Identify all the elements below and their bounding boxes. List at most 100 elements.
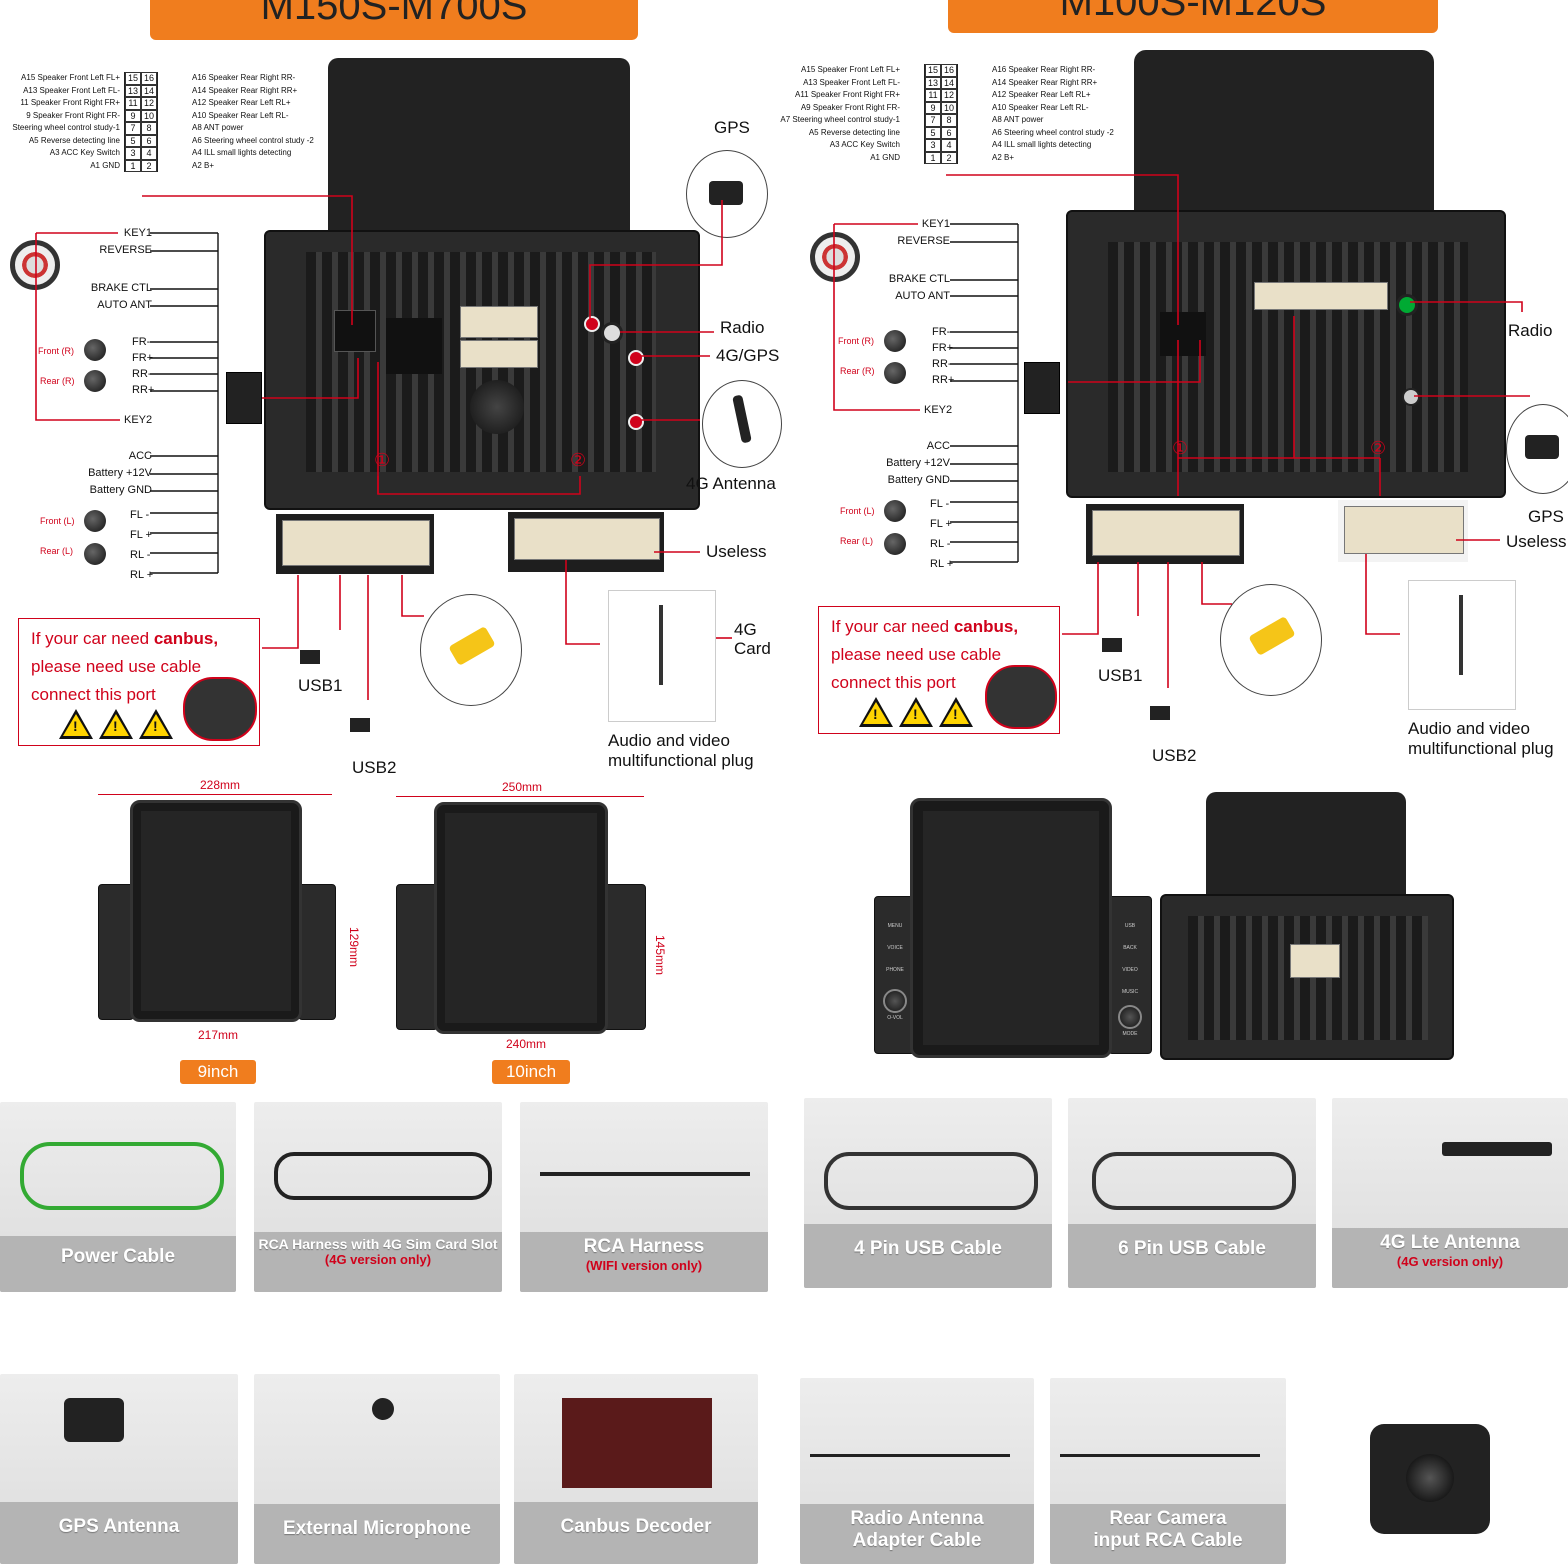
connector: [1344, 506, 1464, 554]
pin-label: A2 B+: [992, 152, 1015, 162]
microphone-icon: [372, 1398, 394, 1420]
wire-label: RR-: [132, 368, 152, 380]
pin-label: A11 Speaker Front Right FR+: [794, 90, 900, 99]
dim-10-bottom: 240mm: [506, 1037, 547, 1051]
pin-number: 9: [925, 101, 941, 114]
wire-label: Battery +12V: [88, 467, 152, 479]
wire-label: BRAKE CTL: [90, 282, 152, 294]
gps-port-icon: [584, 316, 600, 332]
left-speaker-r-labels: FR- FR+ RR- RR+: [132, 334, 154, 398]
canbus-bold: canbus,: [153, 629, 219, 648]
decoder-box-icon: [562, 1398, 712, 1488]
right-banner-text: M100S-M120S: [1059, 0, 1327, 24]
left-power-labels: ACC Battery +12V Battery GND: [60, 448, 152, 499]
accessory-label: GPS Antenna: [58, 1516, 180, 1537]
cable-icon: [810, 1454, 1010, 1457]
canbus-text: If your car need: [831, 617, 954, 636]
fan-icon: [470, 380, 524, 434]
cable-icon: [824, 1152, 1038, 1210]
accessory-card: RCA Harness(WIFI version only): [520, 1102, 768, 1292]
wire-label: FR-: [932, 326, 951, 338]
left-wire-labels-top: KEY1 REVERSE BRAKE CTL AUTO ANT: [80, 225, 152, 314]
accessory-label: 4 Pin USB Cable: [854, 1238, 1002, 1259]
left-screen-chip: [386, 318, 442, 374]
pin-number: 8: [941, 114, 957, 127]
leader-line: [565, 560, 600, 645]
speaker-icon: [84, 339, 106, 361]
wire-label: ACC: [926, 440, 950, 452]
antenna-icon: [1442, 1142, 1552, 1156]
right-unit-back: ① ②: [1066, 210, 1506, 498]
label-av-2: multifunctional plug: [608, 751, 754, 770]
left-banner-text: M150S-M700S: [260, 0, 528, 28]
pin-label: A10 Speaker Rear Left RL-: [992, 102, 1089, 112]
pin-number: 8: [141, 122, 157, 135]
pin-number: 10: [141, 109, 157, 122]
canbus-note-text: If your car need canbus, please need use…: [831, 613, 1018, 697]
wire-label: ACC: [128, 450, 152, 462]
canbus-text: please need use cable: [831, 645, 1002, 664]
accessory-sublabel: (WIFI version only): [585, 1258, 703, 1273]
speaker-rear-r-label: Rear (R): [840, 366, 875, 376]
canbus-text: please need use cable: [31, 657, 202, 676]
label-usb1: USB1: [1098, 666, 1143, 685]
label-usb2: USB2: [352, 758, 397, 777]
wire-label: RL -: [130, 549, 151, 561]
left-pin-labels-right: A16 Speaker Rear Right RR- A14 Speaker R…: [192, 72, 314, 172]
wire-label: RL -: [930, 538, 951, 550]
panel-button-menu: MENU: [887, 923, 903, 929]
dim-arrow: [98, 794, 332, 795]
pin-label: 11 Speaker Front Right FR+: [20, 98, 120, 107]
unit-10-screen: [434, 802, 608, 1034]
wire-label: FR+: [132, 352, 154, 364]
cable-icon: [540, 1172, 750, 1206]
av-plug-thumb: [608, 590, 716, 722]
label-av-1: Audio and video: [608, 731, 730, 750]
panel-button-back: BACK: [1123, 945, 1137, 951]
speaker-icon: [84, 543, 106, 565]
warning-icon: [139, 709, 173, 739]
pin-number: 2: [941, 151, 957, 164]
gps-port-icon: [1402, 388, 1420, 406]
usb-plug-icon: [1150, 706, 1170, 720]
wire-label: RR-: [932, 358, 952, 370]
left-harness-plug: [226, 372, 262, 424]
pin-label: A12 Speaker Rear Left RL+: [192, 98, 291, 107]
right-connector-2: [1338, 500, 1468, 562]
panel-button-music: MUSIC: [1121, 989, 1139, 995]
pin-number: 7: [925, 114, 941, 127]
pin-number: 5: [925, 126, 941, 139]
dim-arrow: [396, 796, 644, 797]
usb-plug-icon: [1102, 638, 1122, 652]
pin-label: A9 Speaker Front Right FR-: [800, 102, 900, 112]
pin-number: 14: [941, 76, 957, 89]
pin-label: A14 Speaker Rear Right RR+: [992, 77, 1098, 87]
accessory-label: Canbus Decoder: [560, 1516, 712, 1537]
label-av-plug: Audio and video multifunctional plug: [608, 731, 754, 771]
pin-number: 4: [941, 139, 957, 152]
accessory-card: 6 Pin USB Cable: [1068, 1098, 1316, 1288]
unit-9-screen: [130, 800, 302, 1022]
connector: [1290, 944, 1340, 978]
pin-number: 11: [125, 97, 141, 110]
connector: [514, 518, 660, 560]
pin-number: 10: [941, 101, 957, 114]
speaker-rear-l-label: Rear (L): [840, 536, 874, 546]
right-power-labels: ACC Battery +12V Battery GND: [858, 438, 950, 489]
wire-label: FL +: [130, 529, 152, 541]
right-pin-labels-right: A16 Speaker Rear Right RR- A14 Speaker R…: [992, 64, 1114, 164]
speaker-front-l-label: Front (L): [40, 516, 75, 526]
wire-label: RR+: [932, 374, 955, 386]
pin-label: A6 Steering wheel control study -2: [992, 127, 1114, 137]
pin-label: A4 ILL small lights detecting: [192, 148, 292, 157]
left-pin-labels-left: A15 Speaker Front Left FL+ A13 Speaker F…: [0, 72, 120, 172]
pin-number: 16: [941, 64, 957, 77]
pin-label: A5 Reverse detecting line: [28, 135, 120, 145]
pin-label: A10 Speaker Rear Left RL-: [192, 110, 289, 120]
connector: [460, 306, 538, 338]
size-tag-9inch: 9inch: [180, 1060, 256, 1084]
right-pin-labels-left: A15 Speaker Front Left FL+ A13 Speaker F…: [780, 64, 900, 164]
right-canbus-note: If your car need canbus, please need use…: [818, 606, 1060, 734]
leader-line: [1062, 562, 1099, 635]
pin-label: A7 Steering wheel control study-1: [780, 115, 900, 124]
